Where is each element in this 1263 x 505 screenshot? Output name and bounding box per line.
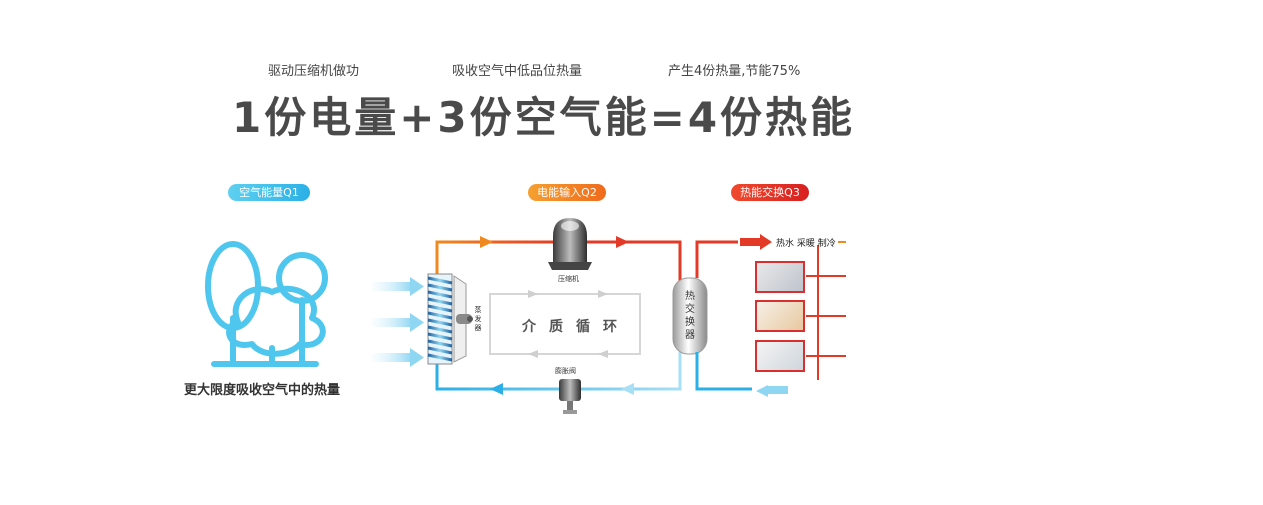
badge-electric-input: 电能输入Q2 bbox=[528, 184, 606, 201]
cooling-photo bbox=[755, 340, 805, 372]
compressor-icon bbox=[548, 218, 592, 270]
subtitle-compressor: 驱动压缩机做功 bbox=[268, 64, 360, 79]
valve-icon bbox=[559, 379, 581, 414]
tree-icon bbox=[205, 241, 328, 367]
valve-label: 膨胀阀 bbox=[555, 367, 576, 375]
hot-water-photo bbox=[755, 261, 805, 293]
heat-exchanger-icon bbox=[672, 277, 708, 355]
fan-icon bbox=[453, 275, 473, 363]
subtitle-output: 产生4份热量,节能75% bbox=[668, 64, 801, 79]
subtitle-absorb: 吸收空气中低品位热量 bbox=[452, 64, 583, 79]
medium-cycle-label: 介质循环 bbox=[522, 319, 630, 335]
usage-label: 热水 采暖 制冷 bbox=[776, 239, 836, 249]
compressor-label: 压缩机 bbox=[558, 275, 579, 283]
badge-air-energy: 空气能量Q1 bbox=[228, 184, 310, 201]
airflow-arrows bbox=[372, 277, 424, 367]
evaporator-label: 蒸 发 器 bbox=[474, 306, 482, 332]
badge-heat-exchange: 热能交换Q3 bbox=[731, 184, 809, 201]
energy-formula: 1份电量+3份空气能=4份热能 bbox=[232, 93, 856, 142]
tree-caption: 更大限度吸收空气中的热量 bbox=[184, 383, 341, 398]
heating-photo bbox=[755, 300, 805, 332]
evaporator-icon bbox=[427, 273, 453, 365]
medium-cycle-loop bbox=[489, 293, 641, 355]
heat-exchanger-label: 热 交 换 器 bbox=[685, 291, 695, 341]
